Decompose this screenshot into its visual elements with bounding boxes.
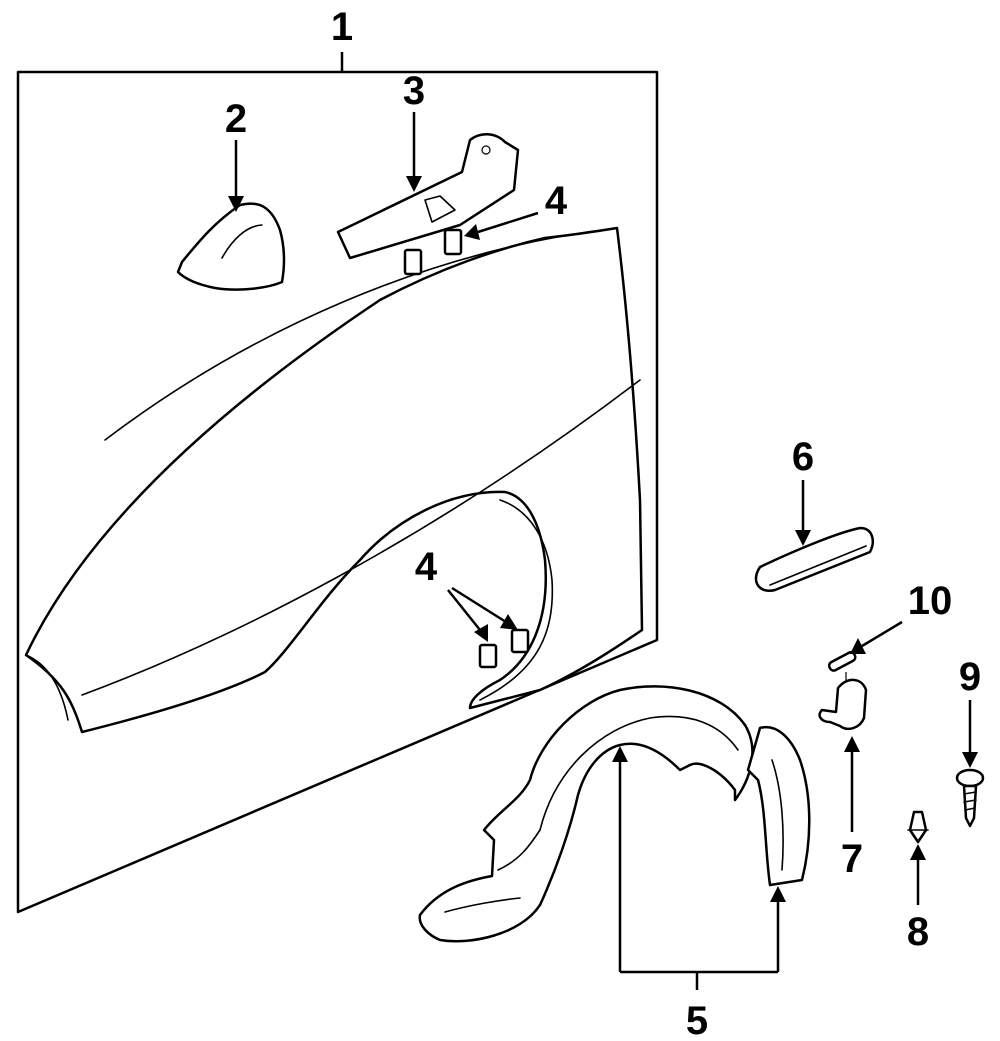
- callout-3-arrowhead: [406, 176, 422, 192]
- part-3-bracket-detail: [424, 195, 456, 223]
- part-4-clip-upper-left: [403, 248, 423, 276]
- part-3-bolt-hole: [481, 145, 491, 155]
- callout-9-label: 9: [959, 655, 981, 699]
- part-10-pin: [827, 651, 857, 672]
- part-6-side-marker: [754, 526, 874, 593]
- part-5-liner-rear-detail: [771, 759, 784, 871]
- callout-7-arrowhead: [844, 736, 860, 752]
- callout-10-leader: [861, 620, 903, 648]
- part-5-wheelhouse-liner: [418, 685, 754, 943]
- part-4-clip-lower-left: [478, 643, 498, 669]
- callout-10-label: 10: [908, 579, 953, 623]
- callout-3-label: 3: [403, 69, 425, 113]
- callout-7-label: 7: [841, 837, 863, 881]
- callout-2-label: 2: [225, 97, 247, 141]
- callout-8-arrowhead: [910, 844, 926, 860]
- part-2-bracket-slot: [221, 224, 263, 259]
- part-6-marker-lens: [769, 545, 867, 586]
- part-3-mount-bracket: [336, 133, 520, 260]
- part-9-screw-head: [955, 768, 985, 788]
- callout-4-upper-leader: [477, 211, 539, 234]
- callout-4-lower-arrowhead-left: [474, 624, 488, 642]
- part-4-clip-lower-right: [510, 628, 530, 654]
- fender-top-edge-line: [104, 227, 618, 441]
- fender-panel: [24, 226, 644, 734]
- callout-1-label: 1: [331, 5, 353, 49]
- part-5-liner-rib: [497, 829, 541, 871]
- callout-10-arrowhead: [850, 638, 866, 654]
- callout-2-arrowhead: [228, 196, 244, 212]
- callout-6-label: 6: [792, 435, 814, 479]
- part-4-clip-upper-right: [443, 228, 463, 256]
- part-5-liner-inner-edge: [539, 715, 739, 831]
- part-9-screw-thread: [963, 791, 977, 811]
- part-7-retainer: [818, 678, 868, 730]
- fender-wheel-lip: [479, 499, 554, 701]
- callout-4-lower-leader-right: [451, 586, 507, 624]
- callout-4-lower-label: 4: [415, 545, 438, 589]
- callout-4-lower-arrowhead-right: [500, 614, 518, 630]
- callout-6-arrowhead: [795, 530, 811, 546]
- callout-4-upper-arrowhead: [464, 224, 480, 240]
- part-8-push-clip: [908, 810, 928, 844]
- callout-4-lower-leader-left: [447, 589, 481, 631]
- fender-nose-curve: [25, 654, 69, 721]
- callout-5-label: 5: [686, 999, 708, 1041]
- part-9-screw-shank: [962, 784, 978, 828]
- callout-8-label: 8: [907, 910, 929, 954]
- callout-5-arrowhead-left: [612, 746, 628, 762]
- part-5-liner-step: [444, 897, 521, 913]
- callout-9-arrowhead: [962, 752, 978, 768]
- fender-crease-line: [81, 379, 641, 696]
- callout-4-upper-label: 4: [545, 179, 568, 223]
- callout-5-arrowhead-right: [770, 886, 786, 902]
- part-5-liner-rear-section: [746, 725, 811, 887]
